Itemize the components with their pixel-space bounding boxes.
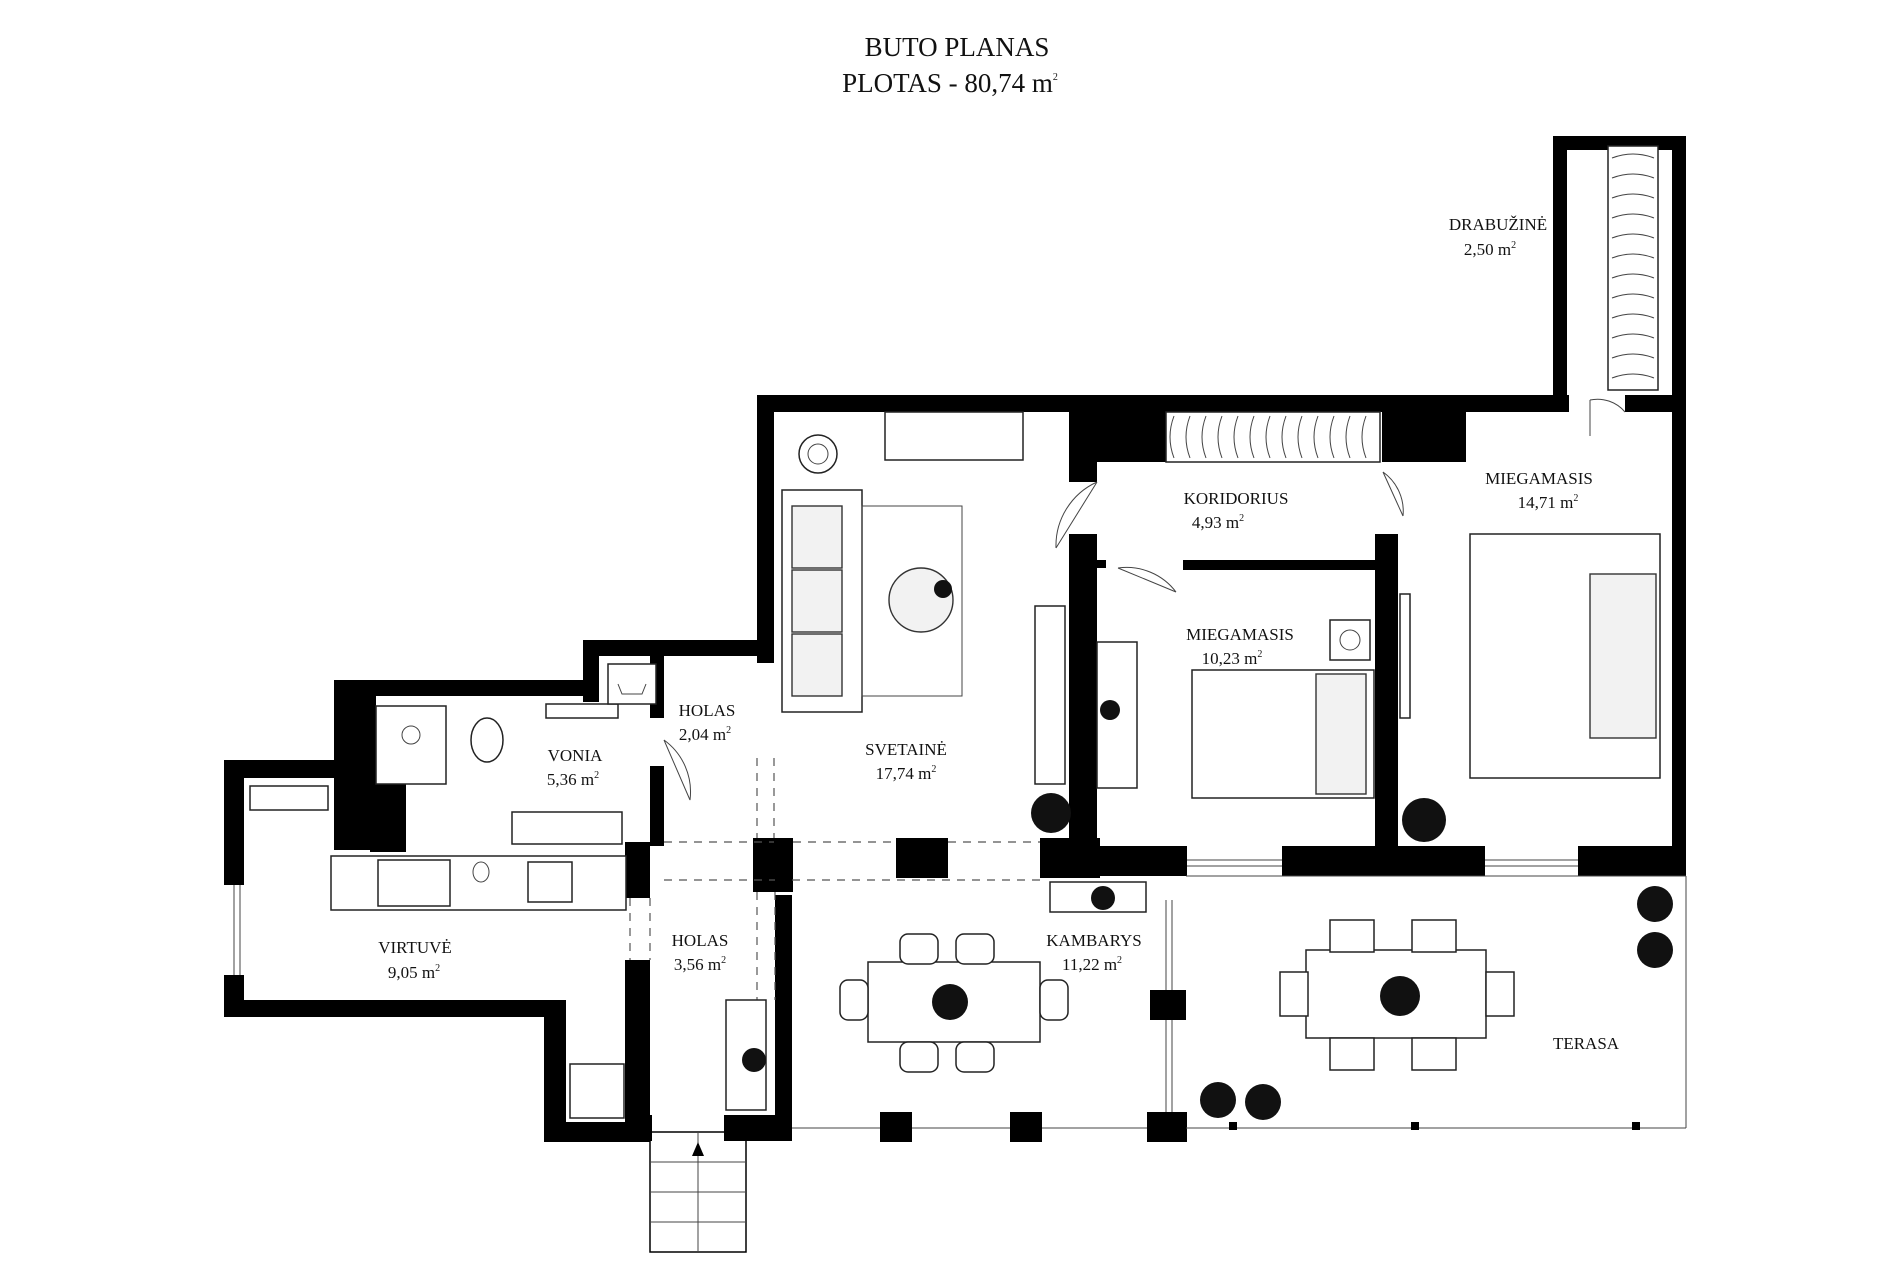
terrace-chairs [1279, 919, 1515, 1071]
room-name: MIEGAMASIS [1485, 469, 1593, 488]
room-virtuve: VIRTUVĖ 9,05 m2 [378, 938, 452, 982]
room-miegamasis-large: MIEGAMASIS 14,71 m2 [1485, 469, 1593, 512]
room-name: DRABUŽINĖ [1449, 215, 1547, 234]
stove [377, 859, 451, 907]
room-drabuzine: DRABUŽINĖ 2,50 m2 [1449, 215, 1547, 259]
nightstand [1329, 619, 1371, 661]
room-miegamasis-small: MIEGAMASIS 10,23 m2 [1186, 625, 1294, 668]
room-name: VONIA [548, 746, 603, 765]
washing-machine [607, 663, 657, 705]
toilet [470, 717, 504, 763]
room-labels: DRABUŽINĖ 2,50 m2 MIEGAMASIS 14,71 m2 KO… [378, 215, 1620, 1053]
coffee-table [888, 567, 954, 633]
floor-lamp [798, 434, 838, 474]
room-terasa: TERASA [1553, 1034, 1620, 1053]
plants [742, 580, 1673, 1120]
room-area: 9,05 m2 [388, 963, 440, 982]
plan-area-sup: 2 [1053, 72, 1058, 83]
room-name: MIEGAMASIS [1186, 625, 1294, 644]
thin-lines [233, 398, 1687, 1253]
room-area: 4,93 m2 [1192, 513, 1244, 532]
room-area: 11,22 m2 [1062, 955, 1122, 974]
kitchen-sink [527, 861, 573, 903]
room-svetaine: SVETAINĖ 17,74 m2 [865, 740, 947, 783]
room-kambarys: KAMBARYS 11,22 m2 [1046, 931, 1141, 974]
dining-chairs [839, 933, 1069, 1073]
kitchen-shelf [249, 785, 329, 811]
room-name: HOLAS [672, 931, 729, 950]
rug [861, 505, 963, 697]
plan-area: PLOTAS - 80,74 m2 [842, 68, 1058, 98]
room-name: HOLAS [679, 701, 736, 720]
kitchen-cabinet [569, 1063, 625, 1119]
room-koridorius: KORIDORIUS 4,93 m2 [1184, 489, 1289, 532]
washing-machine-shelf [545, 703, 619, 719]
furniture [249, 145, 1661, 1119]
room-name: VIRTUVĖ [378, 938, 452, 957]
room-vonia: VONIA 5,36 m2 [547, 746, 603, 789]
room-area: 17,74 m2 [876, 764, 937, 783]
shower [375, 705, 447, 785]
bathtub-sink [511, 811, 623, 845]
room-area: 3,56 m2 [674, 955, 726, 974]
walls [224, 136, 1686, 1142]
wardrobe-hangers-right [1607, 145, 1659, 391]
room-area: 2,04 m2 [679, 725, 731, 744]
room-name: TERASA [1553, 1034, 1620, 1053]
room-holas-lower: HOLAS 3,56 m2 [672, 931, 729, 974]
room-area: 5,36 m2 [547, 770, 599, 789]
room-name: KAMBARYS [1046, 931, 1141, 950]
wardrobe-hangers-corridor [1165, 411, 1381, 463]
room-name: KORIDORIUS [1184, 489, 1289, 508]
room-holas-upper: HOLAS 2,04 m2 [679, 701, 736, 744]
plan-area-text: PLOTAS - 80,74 m [842, 68, 1053, 98]
tv-stand [1034, 605, 1066, 785]
room-area: 14,71 m2 [1518, 493, 1579, 512]
plan-title: BUTO PLANAS [865, 32, 1050, 62]
room-area: 2,50 m2 [1464, 240, 1516, 259]
room-area: 10,23 m2 [1202, 649, 1263, 668]
tv-console [884, 411, 1024, 461]
room-name: SVETAINĖ [865, 740, 947, 759]
wardrobe-large-bedroom [1399, 593, 1411, 719]
kitchen-counter [330, 855, 627, 911]
